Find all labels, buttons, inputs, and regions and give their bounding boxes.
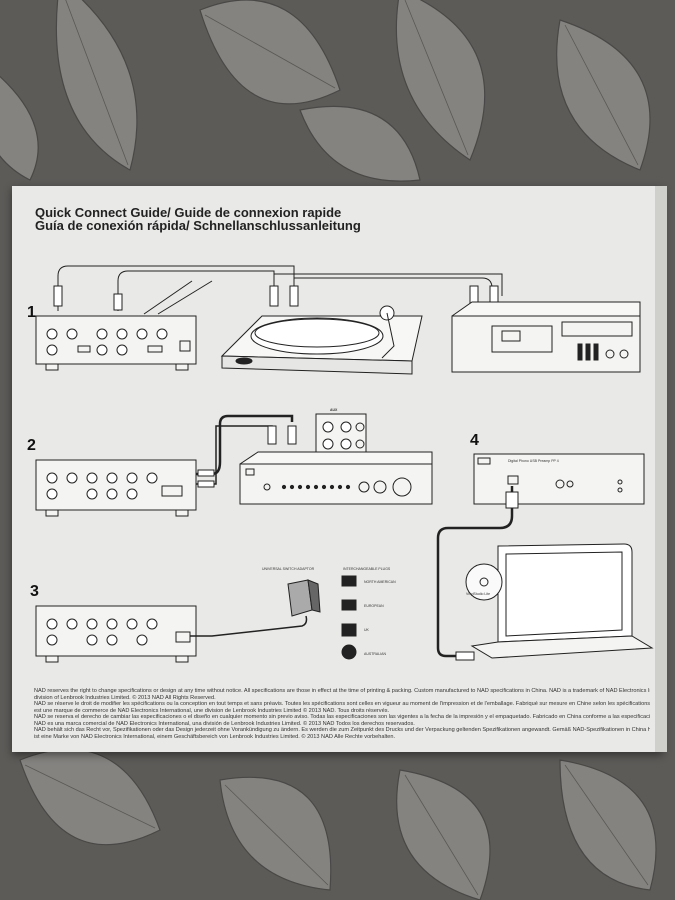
interchangeable-plugs-label: INTERCHANGEABLE PLUGS — [343, 567, 391, 571]
guide-title-line-2: Guía de conexión rápida/ Schnellanschlus… — [35, 218, 361, 233]
disclaimer-line: NAD es una marca comercial de NAD Electr… — [34, 720, 415, 727]
connection-diagrams — [35, 265, 654, 663]
disclaimer-line: est une marque de commerce de NAD Electr… — [34, 707, 390, 714]
disc-label: VinylStudio Lite — [466, 592, 491, 596]
plug-label-european: EUROPEAN — [364, 604, 384, 608]
integrated-amplifier — [239, 451, 433, 505]
plug-icons — [341, 575, 357, 660]
laptop — [470, 543, 654, 659]
aux-label: AUX — [330, 408, 338, 412]
usb-phono-preamp — [473, 453, 645, 505]
plug-label-uk: UK — [364, 628, 369, 632]
disclaimer-line: NAD se réserve le droit de modifier les … — [34, 701, 650, 708]
guide-title: Quick Connect Guide/ Guide de connexion … — [35, 206, 361, 232]
plug-label-north-american: NORTH AMERICAN — [364, 580, 396, 584]
turntable — [220, 305, 423, 375]
legal-disclaimer: NAD reserves the right to change specifi… — [34, 688, 650, 740]
aux-jack-detail — [315, 413, 367, 457]
box-side-flap — [655, 186, 667, 752]
disclaimer-line: ist eine Marke von NAD Electronics Inter… — [34, 733, 396, 740]
disclaimer-line: NAD se reserva el derecho de cambiar las… — [34, 714, 650, 721]
preamp-unit-step3 — [35, 605, 197, 663]
plug-label-australian: AUSTRALIAN — [364, 652, 386, 656]
power-adaptor — [287, 579, 321, 617]
cassette-deck — [451, 301, 641, 373]
guide-title-line-1: Quick Connect Guide/ Guide de connexion … — [35, 205, 342, 220]
step-number-2: 2 — [27, 437, 36, 454]
step-number-3: 3 — [30, 583, 39, 600]
software-disc — [465, 563, 503, 601]
power-adaptor-label: UNIVERSAL SWITCH ADAPTOR — [262, 567, 315, 571]
disclaimer-line: NAD behält sich das Recht vor, Spezifika… — [34, 727, 650, 734]
preamp-unit-step2 — [35, 459, 197, 517]
preamp-unit-step1 — [35, 315, 197, 371]
preamp-model-label: Digital Phono USB Preamp PP 4 — [508, 459, 559, 463]
step-number-1: 1 — [27, 304, 36, 321]
disclaimer-line: NAD reserves the right to change specifi… — [34, 688, 650, 694]
step-number-4: 4 — [470, 432, 479, 449]
disclaimer-line: division of Lenbrook Industries Limited.… — [34, 694, 216, 701]
